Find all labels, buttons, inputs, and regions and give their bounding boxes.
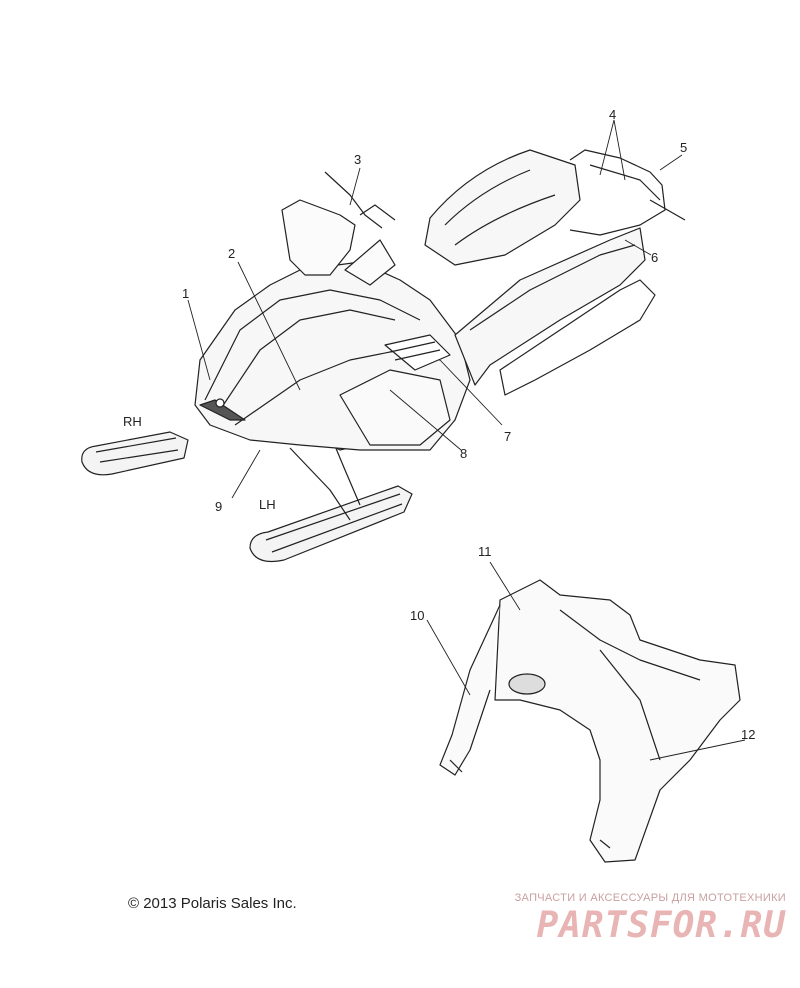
callout-4: 4 [609,107,617,122]
handlebar [324,171,396,229]
callout-7: 7 [504,429,512,444]
callout-6: 6 [651,250,659,265]
rear-rack [569,149,666,236]
callout-9: 9 [215,499,223,514]
callout-1: 1 [182,286,190,301]
track [499,279,656,396]
tunnel [454,227,646,386]
callout-8: 8 [460,446,468,461]
lh-ski [249,485,413,563]
side-panel-assembly [439,579,741,863]
callout-11: 11 [478,544,492,559]
callout-3: 3 [354,152,362,167]
seat [424,149,581,266]
watermark-logo: PARTSFOR.RU [536,905,786,946]
lh-label: LH [259,497,276,512]
watermark-tagline: ЗАПЧАСТИ И АКСЕССУАРЫ ДЛЯ МОТОТЕХНИКИ [514,892,786,904]
copyright-notice: © 2013 Polaris Sales Inc. [128,895,297,912]
callout-12: 12 [741,727,756,742]
callout-5: 5 [680,140,688,155]
callout-10: 10 [410,608,425,623]
callout-2: 2 [228,246,236,261]
windshield [281,199,356,276]
rh-ski [81,431,189,476]
rh-label: RH [123,414,142,429]
